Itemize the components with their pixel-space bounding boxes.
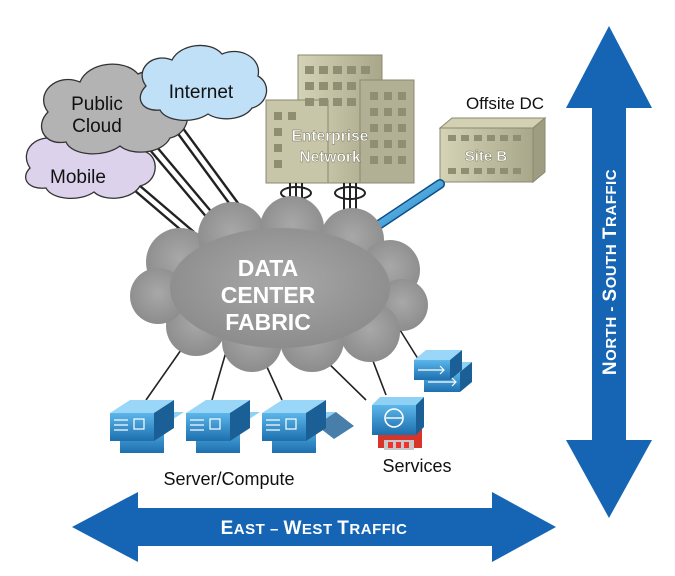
north-south-arrow: [566, 26, 652, 518]
offsite-pipe: [375, 179, 445, 229]
server-group-3: [262, 400, 354, 453]
fabric-cloud: [130, 196, 428, 372]
server-label: Server/Compute: [163, 469, 294, 489]
north-south-label: NORTH - SOUTH TRAFFIC: [600, 169, 621, 375]
internet-cloud: [139, 44, 268, 121]
site-b-label: Site B: [465, 148, 508, 165]
services-firewall: [372, 397, 424, 450]
services-load-balancer: [414, 350, 472, 392]
east-west-label: EAST – WEST TRAFFIC: [221, 518, 408, 539]
server-group-1: [110, 400, 184, 453]
mobile-label: Mobile: [50, 167, 106, 188]
internet-label: Internet: [169, 82, 234, 103]
offsite-title: Offsite DC: [466, 94, 544, 113]
offsite-building: Offsite DC Site B: [438, 94, 547, 184]
services-label: Services: [382, 456, 451, 476]
east-west-arrow: [72, 492, 556, 562]
server-group-2: [186, 400, 260, 453]
